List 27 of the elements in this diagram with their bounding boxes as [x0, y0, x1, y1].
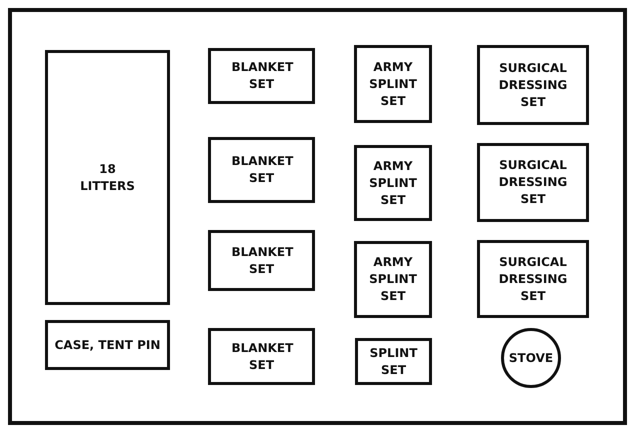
item-label: BLANKET SET	[230, 153, 294, 187]
storage-box	[45, 50, 170, 305]
item-label: ARMY SPLINT SET	[368, 254, 418, 305]
storage-box	[208, 328, 315, 385]
item-label: CASE, TENT PIN	[54, 336, 162, 354]
item-label: SPLINT SET	[368, 344, 418, 378]
storage-box	[355, 338, 432, 385]
storage-box	[354, 241, 432, 318]
storage-box	[477, 240, 589, 318]
storage-box	[45, 320, 170, 370]
item-label: SURGICAL DRESSING SET	[498, 60, 568, 110]
item-label: ARMY SPLINT SET	[368, 158, 418, 208]
storage-box	[477, 143, 589, 222]
storage-box	[208, 137, 315, 203]
item-label: ARMY SPLINT SET	[368, 58, 418, 110]
item-label: SURGICAL DRESSING SET	[498, 254, 568, 304]
item-label: STOVE	[508, 350, 554, 366]
item-label: BLANKET SET	[230, 340, 294, 374]
item-label: 18 LITTERS	[79, 160, 136, 194]
item-label: BLANKET SET	[230, 244, 294, 278]
storage-box	[208, 48, 315, 104]
item-label: BLANKET SET	[230, 59, 294, 93]
item-label: SURGICAL DRESSING SET	[498, 157, 568, 208]
storage-box	[354, 45, 432, 123]
storage-box	[477, 45, 589, 125]
storage-box	[354, 145, 432, 221]
storage-box	[208, 230, 315, 291]
